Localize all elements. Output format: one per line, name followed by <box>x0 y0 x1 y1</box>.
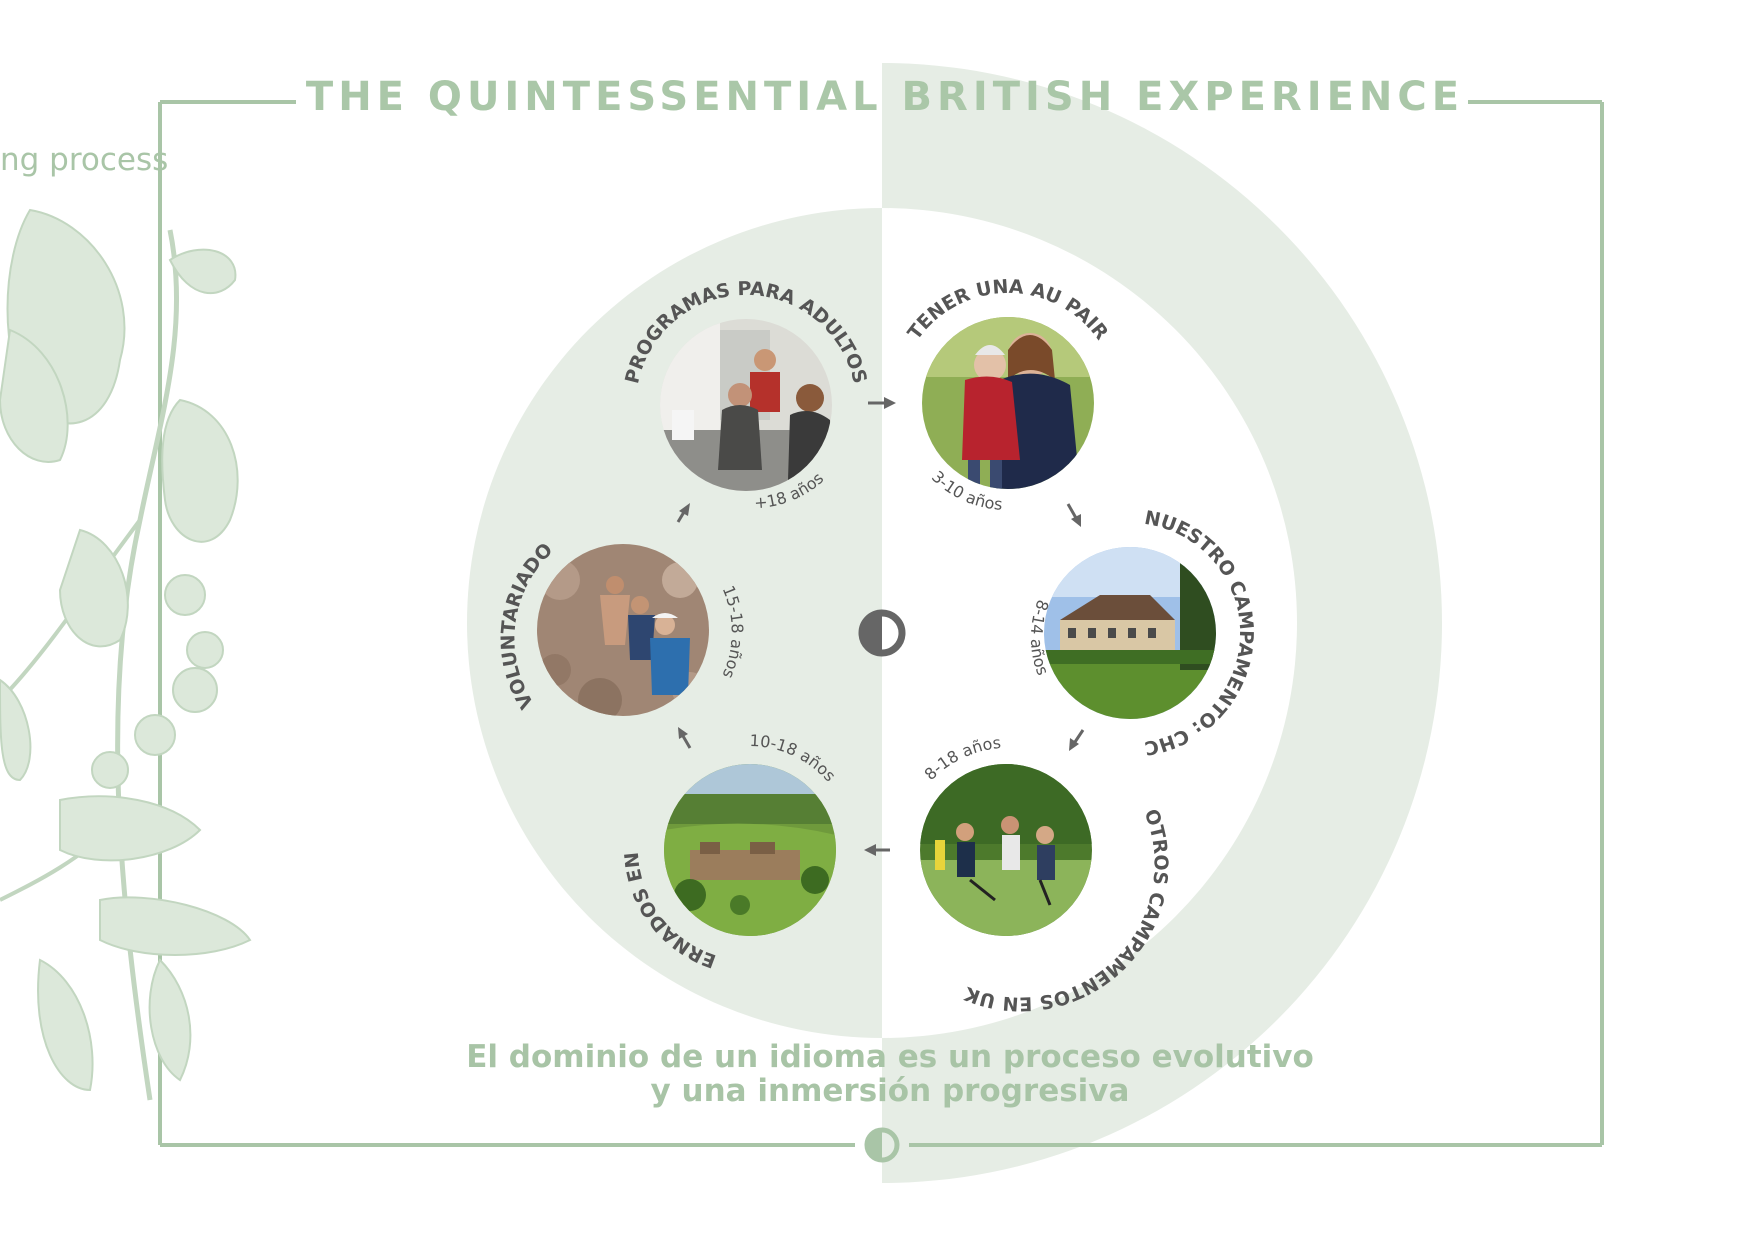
tagline-line-2: y una inmersión progresiva <box>650 1073 1130 1109</box>
arrow-down-left-icon <box>1069 729 1085 751</box>
arrow-left-icon <box>864 844 890 856</box>
arrow-right-icon <box>868 397 896 409</box>
arrow-up-left-icon <box>678 727 692 749</box>
photo-au-pair <box>922 317 1094 489</box>
tagline: El dominio de un idioma es un proceso ev… <box>420 1040 1360 1108</box>
flow-arrows <box>676 397 1085 856</box>
photo-country-house <box>1044 547 1216 719</box>
photo-adults-meeting <box>660 319 832 491</box>
arrow-up-right-icon <box>676 503 690 523</box>
bottom-half-moon-icon <box>864 1127 900 1163</box>
outer-arc-band <box>882 63 1442 1183</box>
photo-boarding-school <box>664 764 836 936</box>
botanical-illustration <box>0 208 252 1101</box>
page-title: THE QUINTESSENTIAL BRITISH EXPERIENCE <box>305 74 1465 120</box>
photo-hockey-players <box>920 764 1092 936</box>
cropped-text-fragment: ng process <box>0 142 169 178</box>
arrow-down-right-icon <box>1066 503 1081 527</box>
tagline-line-1: El dominio de un idioma es un proceso ev… <box>466 1039 1314 1075</box>
center-half-moon-icon <box>858 609 906 657</box>
